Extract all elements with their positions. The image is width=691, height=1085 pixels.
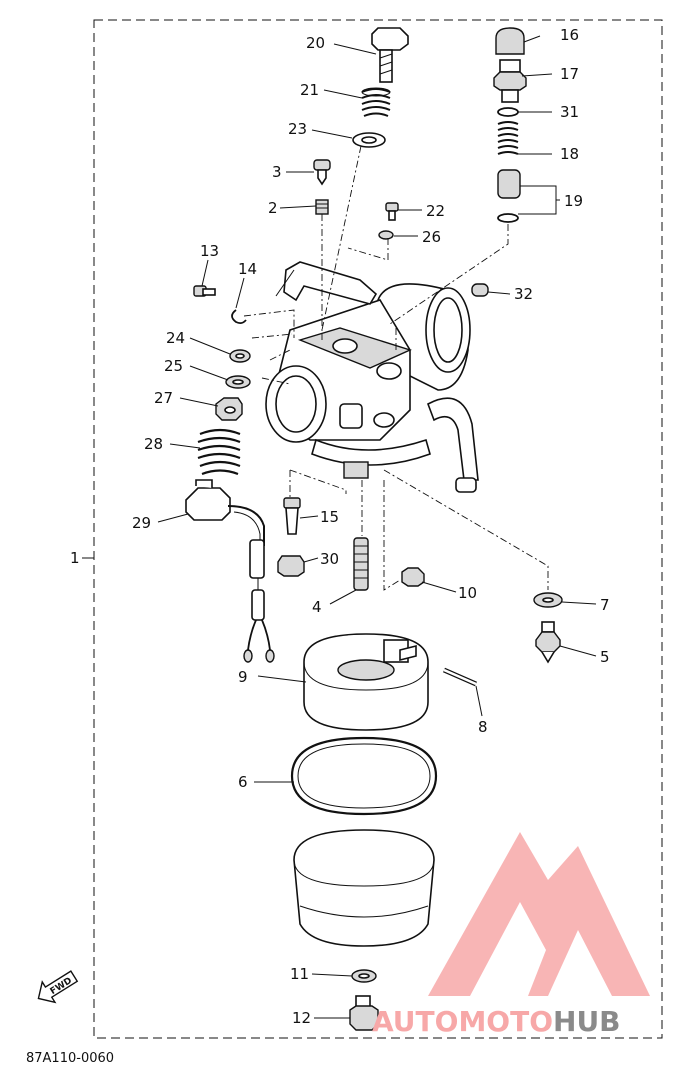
starter-plunger-part — [185, 479, 275, 663]
needle-jet-part — [353, 537, 369, 591]
washer-25-part — [225, 375, 251, 389]
screw-3-part — [313, 159, 331, 186]
callout-4: 4 — [312, 598, 322, 616]
float-pin-part — [442, 667, 478, 687]
float-bowl-part — [293, 829, 435, 947]
plug-32-part — [471, 283, 489, 297]
callout-16: 16 — [560, 26, 579, 44]
callout-11: 11 — [290, 965, 309, 983]
float-part — [303, 633, 429, 731]
callout-31: 31 — [560, 103, 579, 121]
main-jet-part — [401, 567, 425, 587]
pilot-jet-part — [315, 199, 329, 215]
screw-13-part — [193, 285, 216, 297]
callout-29: 29 — [132, 514, 151, 532]
callout-22: 22 — [426, 202, 445, 220]
callout-9: 9 — [238, 668, 248, 686]
watermark-text-part2: HUB — [553, 1005, 621, 1038]
callout-15: 15 — [320, 508, 339, 526]
gasket-part — [290, 736, 438, 816]
callout-8: 8 — [478, 718, 488, 736]
spring-18-part — [497, 121, 519, 155]
callout-32: 32 — [514, 285, 533, 303]
callout-12: 12 — [292, 1009, 311, 1027]
throttle-stop-screw-part — [371, 27, 409, 83]
callout-24: 24 — [166, 329, 185, 347]
callout-17: 17 — [560, 65, 579, 83]
cap-16-part — [495, 27, 525, 55]
drain-screw-part — [349, 995, 379, 1031]
fitting-15-part — [283, 497, 301, 535]
o-ring-31-part — [497, 107, 519, 117]
callout-3: 3 — [272, 163, 282, 181]
forward-arrow-icon: FWD — [37, 970, 79, 1004]
callout-26: 26 — [422, 228, 441, 246]
assembly-frame — [93, 19, 663, 1039]
nut-27-part — [215, 397, 243, 421]
washer-7-part — [533, 592, 563, 608]
callout-14: 14 — [238, 260, 257, 278]
callout-numbers: 20 21 23 3 2 22 26 13 14 24 25 27 28 29 … — [132, 26, 610, 1027]
callout-21: 21 — [300, 81, 319, 99]
callout-20: 20 — [306, 34, 325, 52]
assembly-lines — [243, 145, 549, 591]
needle-valve-part — [535, 621, 561, 664]
screw-22-part — [385, 202, 399, 221]
callout-28: 28 — [144, 435, 163, 453]
spring-28-part — [197, 428, 241, 476]
callout-25: 25 — [164, 357, 183, 375]
cap-30-part — [277, 555, 305, 577]
callout-5: 5 — [600, 648, 610, 666]
clip-14-part — [231, 309, 247, 325]
watermark-text: AUTOMOTOHUB — [372, 1005, 621, 1038]
callout-6: 6 — [238, 773, 248, 791]
watermark-text-part1: AUTOMOTO — [372, 1005, 553, 1038]
callout-23: 23 — [288, 120, 307, 138]
washer-26-part — [378, 230, 394, 240]
callout-10: 10 — [458, 584, 477, 602]
watermark-logo — [428, 832, 650, 996]
plunger-19-part — [497, 169, 521, 223]
callout-27: 27 — [154, 389, 173, 407]
washer-11-part — [351, 969, 377, 983]
callout-leaders — [157, 35, 597, 1019]
washer-24-part — [229, 349, 251, 363]
watermark-triangle-icon — [428, 832, 650, 996]
spring-21-part — [361, 87, 391, 117]
callout-13: 13 — [200, 242, 219, 260]
callout-19: 19 — [564, 192, 583, 210]
callout-7: 7 — [600, 596, 610, 614]
callout-2: 2 — [268, 199, 278, 217]
fitting-17-part — [493, 59, 527, 103]
callout-18: 18 — [560, 145, 579, 163]
washer-23-part — [352, 132, 386, 148]
diagram-code: 87A110-0060 — [26, 1051, 114, 1066]
callout-30: 30 — [320, 550, 339, 568]
carburetor-body-part — [265, 261, 479, 493]
assembly-label: 1 — [70, 549, 80, 567]
